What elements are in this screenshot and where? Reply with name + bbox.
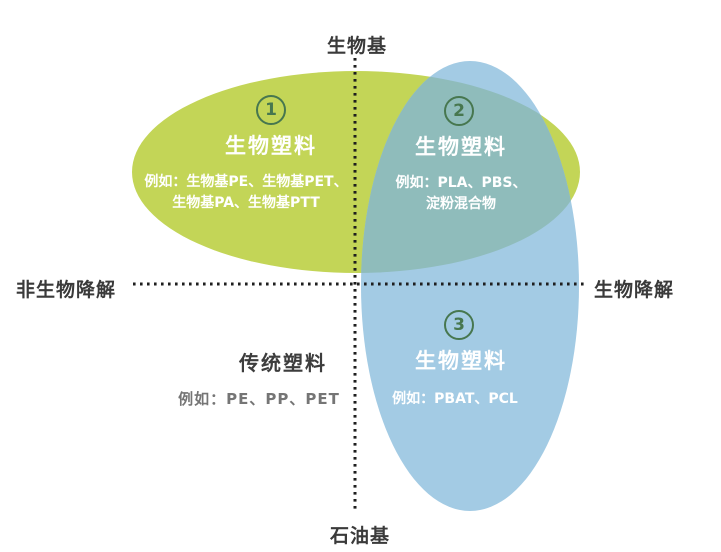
region-1-example-line1: 例如：生物基PE、生物基PET、 (144, 174, 348, 190)
region-1-examples: 例如：生物基PE、生物基PET、 生物基PA、生物基PTT (126, 172, 366, 214)
region-2-examples: 例如：PLA、PBS、 淀粉混合物 (341, 173, 581, 215)
region-3-title: 生物塑料 (415, 349, 507, 373)
region-1-example-line2: 生物基PA、生物基PTT (172, 195, 320, 211)
region-2-number-circle: 2 (444, 96, 474, 126)
traditional-plastics-title: 传统塑料 (239, 351, 327, 375)
region-3-number-circle: 3 (444, 310, 474, 340)
axis-label-bottom: 石油基 (329, 525, 390, 547)
axis-label-left: 非生物降解 (16, 279, 117, 301)
region-3-examples: 例如：PBAT、PCL (335, 389, 575, 410)
region-2-example-line2: 淀粉混合物 (426, 196, 496, 212)
axis-label-top: 生物基 (326, 35, 387, 57)
region-1-title: 生物塑料 (225, 134, 317, 158)
overlap-region (361, 71, 579, 273)
traditional-plastics-examples: 例如：PE、PP、PET (178, 390, 340, 408)
region-3-example-line1: 例如：PBAT、PCL (392, 391, 518, 407)
axis-label-right: 生物降解 (594, 279, 675, 301)
region-2-title: 生物塑料 (415, 135, 507, 159)
region-2-example-line1: 例如：PLA、PBS、 (395, 175, 527, 191)
region-1-number-circle: 1 (256, 95, 286, 125)
